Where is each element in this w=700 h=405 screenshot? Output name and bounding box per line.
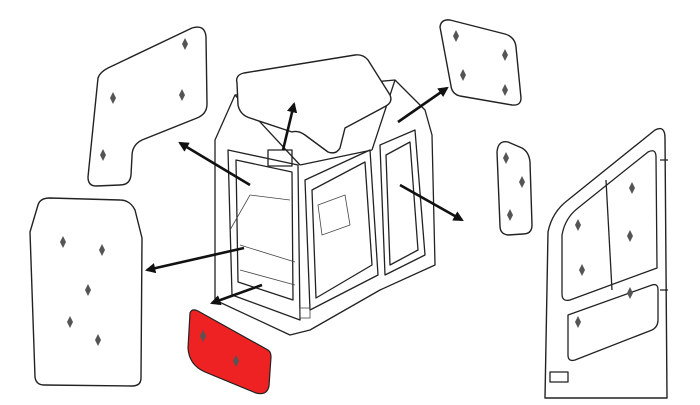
glass-panel-left-upper [87,26,208,187]
glass-panel-right-upper [439,19,522,106]
glass-panel-right-side [496,141,533,236]
door-icon [544,127,668,399]
glass-panel-highlighted [187,309,272,395]
cab-frame-icon [214,79,436,336]
arrow-icon [144,86,464,306]
glass-panel-left-lower [29,197,143,387]
glass-panel-roof [235,54,392,154]
